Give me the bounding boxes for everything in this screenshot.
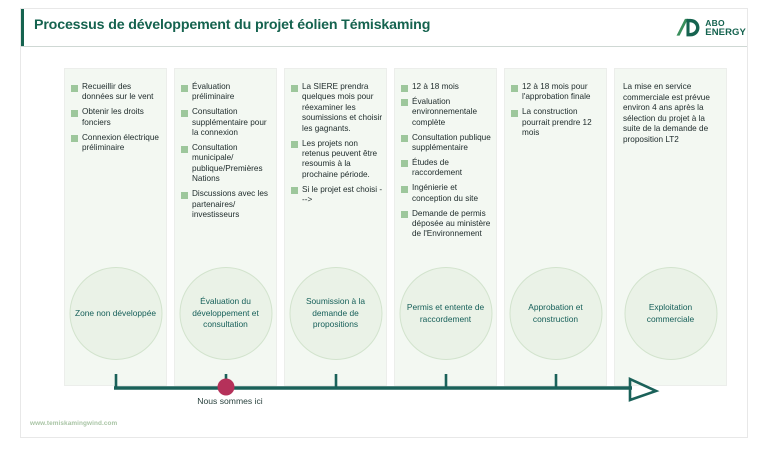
stage-bullets: La SIERE prendra quelques mois pour réex…	[291, 82, 383, 210]
bullet-text: Ingénierie et conception du site	[412, 183, 478, 203]
bullet-text: La construction pourrait prendre 12 mois	[522, 107, 592, 138]
bullet-square-icon	[291, 187, 298, 195]
stage-columns: Recueillir des données sur le vent Obten…	[64, 68, 728, 386]
bullet-item: Recueillir des données sur le vent	[71, 82, 163, 103]
bullet-text: Recueillir des données sur le vent	[82, 82, 154, 102]
bullet-text: 12 à 18 mois	[412, 82, 459, 91]
bullet-item: Les projets non retenus peuvent être res…	[291, 139, 383, 181]
bullet-text: 12 à 18 mois pour l'approbation finale	[522, 82, 591, 102]
stage-circle[interactable]: Soumission à la demande de propositions	[289, 267, 382, 360]
bullet-item: 12 à 18 mois pour l'approbation finale	[511, 82, 603, 103]
slide-header	[21, 9, 747, 47]
stage-bullets: 12 à 18 mois Évaluation environnementale…	[401, 82, 493, 244]
stage-bullets: Recueillir des données sur le vent Obten…	[71, 82, 163, 158]
bullet-item: Connexion électrique préliminaire	[71, 133, 163, 154]
stage-column-soumission-demande-propositions[interactable]: La SIERE prendra quelques mois pour réex…	[284, 68, 387, 386]
bullet-square-icon	[181, 109, 188, 117]
bullet-text: Consultation municipale/ publique/Premiè…	[192, 143, 263, 184]
stage-column-permis-entente-raccordement[interactable]: 12 à 18 mois Évaluation environnementale…	[394, 68, 497, 386]
bullet-item: La construction pourrait prendre 12 mois	[511, 107, 603, 138]
bullet-square-icon	[511, 109, 518, 117]
footer-url: www.temiskamingwind.com	[30, 420, 118, 427]
bullet-square-icon	[291, 84, 298, 92]
stage-circle-label: Soumission à la demande de propositions	[305, 296, 366, 330]
bullet-square-icon	[401, 84, 408, 92]
bullet-text: Consultation publique supplémentaire	[412, 132, 491, 153]
bullet-item: Obtenir les droits fonciers	[71, 107, 163, 128]
bullet-text: Évaluation environnementale complète	[412, 96, 478, 127]
stage-column-approbation-construction[interactable]: 12 à 18 mois pour l'approbation finale L…	[504, 68, 607, 386]
stage-paragraph: La mise en service commerciale est prévu…	[623, 82, 710, 144]
bullet-text: Si le projet est choisi --->	[302, 184, 383, 205]
stage-circle[interactable]: Zone non développée	[69, 267, 162, 360]
logo-line-1: ABO	[705, 18, 725, 28]
stage-column-exploitation-commerciale[interactable]: La mise en service commerciale est prévu…	[614, 68, 727, 386]
bullet-item: Demande de permis déposée au ministère d…	[401, 209, 493, 240]
logo-line-2: ENERGY	[705, 26, 746, 38]
bullet-text: Évaluation préliminaire	[192, 82, 235, 102]
bullet-text: Discussions avec les partenaires/ invest…	[192, 189, 268, 219]
bullet-square-icon	[291, 141, 298, 149]
bullet-square-icon	[401, 211, 408, 219]
stage-circle-label: Évaluation du développement et consultat…	[192, 296, 259, 330]
bullet-square-icon	[401, 135, 408, 143]
stage-column-evaluation-developpement-consultation[interactable]: Évaluation préliminaire Consultation sup…	[174, 68, 277, 386]
title-accent-bar	[21, 9, 24, 47]
bullet-item: Si le projet est choisi --->	[291, 185, 383, 206]
bullet-item: 12 à 18 mois	[401, 82, 493, 92]
bullet-square-icon	[71, 109, 78, 117]
bullet-text: Demande de permis déposée au ministère d…	[412, 208, 491, 239]
stage-circle-label: Zone non développée	[74, 307, 157, 318]
stage-circle-label: Approbation et construction	[528, 302, 583, 324]
bullet-square-icon	[71, 135, 78, 143]
bullet-text: La SIERE prendra quelques mois pour réex…	[302, 82, 383, 133]
abo-energy-logo: ABO ENERGY	[675, 15, 746, 41]
stage-circle-label: Exploitation commerciale	[646, 302, 695, 324]
bullet-item: Consultation supplémentaire pour la conn…	[181, 107, 273, 138]
bullet-item: Consultation municipale/ publique/Premiè…	[181, 143, 273, 185]
bullet-square-icon	[511, 84, 518, 92]
bullet-item: Évaluation préliminaire	[181, 82, 273, 103]
bullet-square-icon	[181, 84, 188, 92]
bullet-square-icon	[401, 160, 408, 168]
bullet-square-icon	[181, 191, 188, 199]
stage-bullets: Évaluation préliminaire Consultation sup…	[181, 82, 273, 225]
stage-circle[interactable]: Exploitation commerciale	[624, 267, 717, 360]
bullet-text: Obtenir les droits fonciers	[82, 107, 144, 127]
bullet-text: Connexion électrique préliminaire	[82, 132, 159, 153]
bullet-item: Études de raccordement	[401, 158, 493, 179]
bullet-square-icon	[181, 145, 188, 153]
stage-circle-label: Permis et entente de raccordement	[406, 302, 485, 324]
bullet-item: Ingénierie et conception du site	[401, 183, 493, 204]
page-title: Processus de développement du projet éol…	[34, 17, 431, 33]
stage-circle[interactable]: Approbation et construction	[509, 267, 602, 360]
bullet-text: Études de raccordement	[412, 157, 463, 178]
bullet-text: Consultation supplémentaire pour la conn…	[192, 107, 267, 138]
bullet-item: Évaluation environnementale complète	[401, 97, 493, 128]
stage-circle[interactable]: Permis et entente de raccordement	[399, 267, 492, 360]
stage-bullets: 12 à 18 mois pour l'approbation finale L…	[511, 82, 603, 143]
bullet-text: Les projets non retenus peuvent être res…	[302, 138, 378, 179]
abo-energy-logo-text: ABO ENERGY	[705, 19, 746, 37]
current-position-label: Nous sommes ici	[197, 396, 263, 406]
bullet-square-icon	[401, 185, 408, 193]
bullet-item: Discussions avec les partenaires/ invest…	[181, 189, 273, 220]
stage-column-zone-non-developpee[interactable]: Recueillir des données sur le vent Obten…	[64, 68, 167, 386]
stage-circle[interactable]: Évaluation du développement et consultat…	[179, 267, 272, 360]
abo-energy-logo-mark	[676, 18, 700, 37]
bullet-square-icon	[401, 99, 408, 107]
bullet-item: La SIERE prendra quelques mois pour réex…	[291, 82, 383, 134]
bullet-square-icon	[71, 84, 78, 92]
bullet-item: Consultation publique supplémentaire	[401, 133, 493, 154]
